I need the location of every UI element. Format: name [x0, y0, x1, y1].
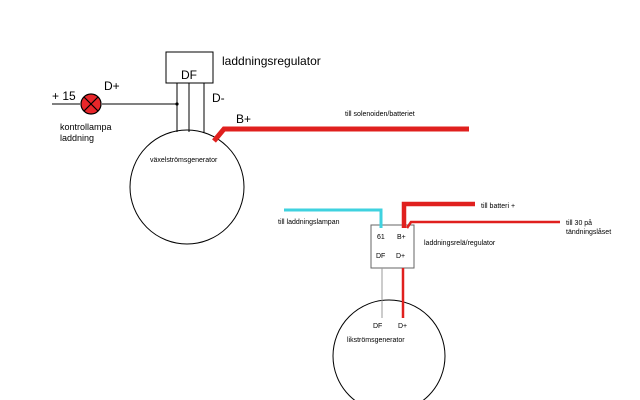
relay-box: [370, 224, 415, 269]
b-plus-cable: [212, 126, 469, 143]
lamp-d-plus-label: D+: [104, 79, 120, 93]
junction-dot: [175, 102, 179, 106]
till-30-label-1: till 30 på: [566, 220, 593, 227]
relay-name-label: laddningsrelä/regulator: [424, 240, 496, 247]
wire-to-lamp: [284, 208, 383, 228]
wire-to-battery: [401, 201, 475, 228]
lamp-name-2: laddning: [60, 133, 95, 143]
alternator-label: växelströmsgenerator: [150, 157, 218, 164]
lamp-name-1: kontrollampa: [60, 122, 112, 132]
solenoid-label: till solenoiden/batteriet: [345, 111, 415, 118]
dynamo-label: likströmsgenerator: [347, 337, 405, 344]
b-plus-label: B+: [236, 112, 252, 126]
wire-to-30: [405, 220, 560, 229]
relay-b-plus-label: B+: [397, 234, 406, 241]
relay-df-label: DF: [376, 253, 386, 260]
alternator-circle: [129, 129, 245, 245]
till-lampan-label: till laddningslampan: [278, 219, 340, 226]
regulator-name-label: laddningsregulator: [222, 54, 321, 68]
lamp-cross-2: [83, 96, 99, 112]
till-30-label-2: tändningslåset: [566, 229, 612, 236]
till-batteri-label: till batteri +: [481, 203, 516, 210]
regulator-df-label: DF: [181, 68, 197, 82]
relay-d-plus-label: D+: [396, 253, 406, 260]
regulator-d-minus-label: D-: [212, 91, 225, 105]
dynamo-df-label: DF: [373, 323, 383, 330]
plus15-label: + 15: [52, 89, 76, 103]
regulator-box: [165, 51, 214, 84]
dc-generator-circle: [332, 299, 446, 400]
dynamo-d-plus-label: D+: [398, 323, 408, 330]
relay-61-label: 61: [377, 234, 385, 241]
